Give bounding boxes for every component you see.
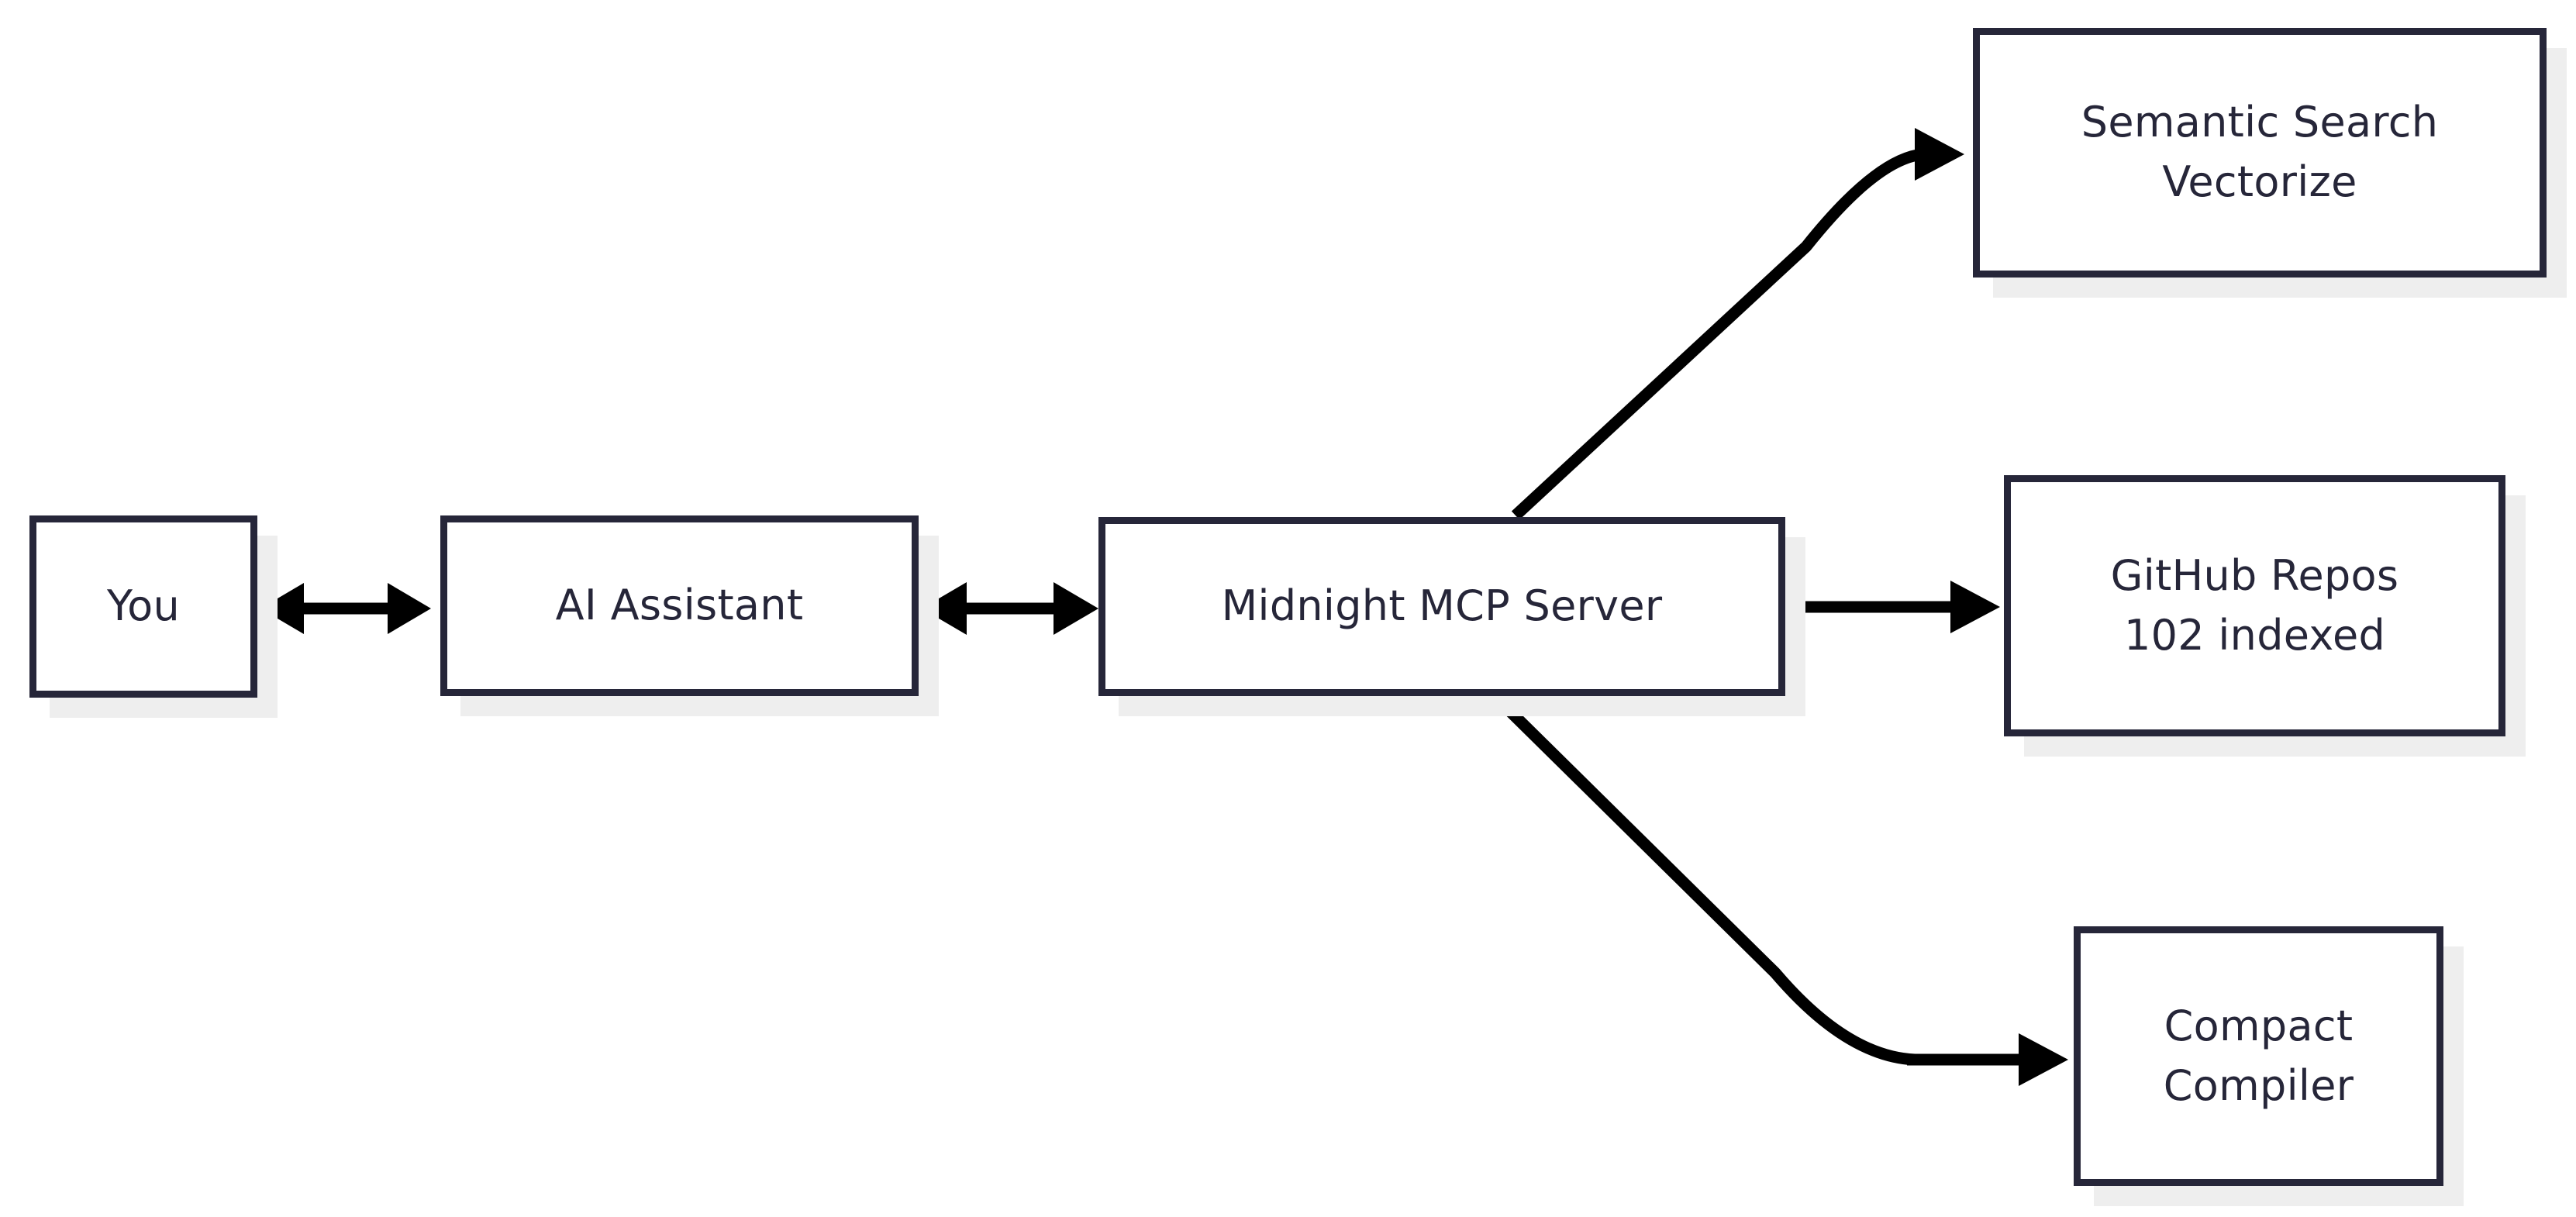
node-midnight-mcp-server-label-1: Midnight MCP Server [1221, 581, 1663, 631]
node-compact-compiler[interactable]: Compact Compiler [2074, 926, 2443, 1186]
node-compact-compiler-label-1: Compact [2164, 1001, 2354, 1050]
edge-ai-assistant-mcp-server-arrowhead-right [1054, 582, 1098, 635]
edge-mcp-server-compact-compiler [1490, 691, 2068, 1086]
edge-mcp-server-semantic-search-path [1511, 148, 1924, 520]
edge-you-ai-assistant-arrowhead-left [260, 583, 304, 634]
node-midnight-mcp-server[interactable]: Midnight MCP Server [1098, 517, 1785, 696]
edge-mcp-server-github-repos [1785, 581, 2000, 633]
edge-mcp-server-github-repos-arrowhead [1950, 581, 2000, 633]
edge-you-ai-assistant-arrowhead-right [388, 583, 431, 634]
node-github-repos-label-1: GitHub Repos [2110, 550, 2399, 600]
node-github-repos-label-2: 102 indexed [2123, 610, 2386, 660]
node-semantic-search-vectorize-label-1: Semantic Search [2081, 98, 2439, 147]
edge-mcp-server-semantic-search-arrowhead [1915, 128, 1964, 181]
edge-mcp-server-compact-compiler-path [1490, 691, 1916, 1066]
node-ai-assistant[interactable]: AI Assistant [440, 515, 919, 696]
edge-mcp-server-semantic-search [1511, 128, 1964, 520]
edge-ai-assistant-mcp-server-arrowhead-left [922, 582, 967, 635]
node-semantic-search-vectorize-label-2: Vectorize [2162, 157, 2357, 206]
edge-mcp-server-compact-compiler-arrowhead [2019, 1033, 2068, 1086]
node-semantic-search-vectorize[interactable]: Semantic Search Vectorize [1973, 28, 2547, 278]
edge-you-ai-assistant [260, 583, 431, 634]
edge-ai-assistant-mcp-server [922, 582, 1098, 635]
node-ai-assistant-label-1: AI Assistant [555, 581, 804, 630]
node-compact-compiler-label-2: Compiler [2163, 1060, 2354, 1110]
node-you-label-1: You [107, 581, 180, 631]
node-you[interactable]: You [29, 515, 257, 698]
node-github-repos[interactable]: GitHub Repos 102 indexed [2004, 475, 2505, 736]
